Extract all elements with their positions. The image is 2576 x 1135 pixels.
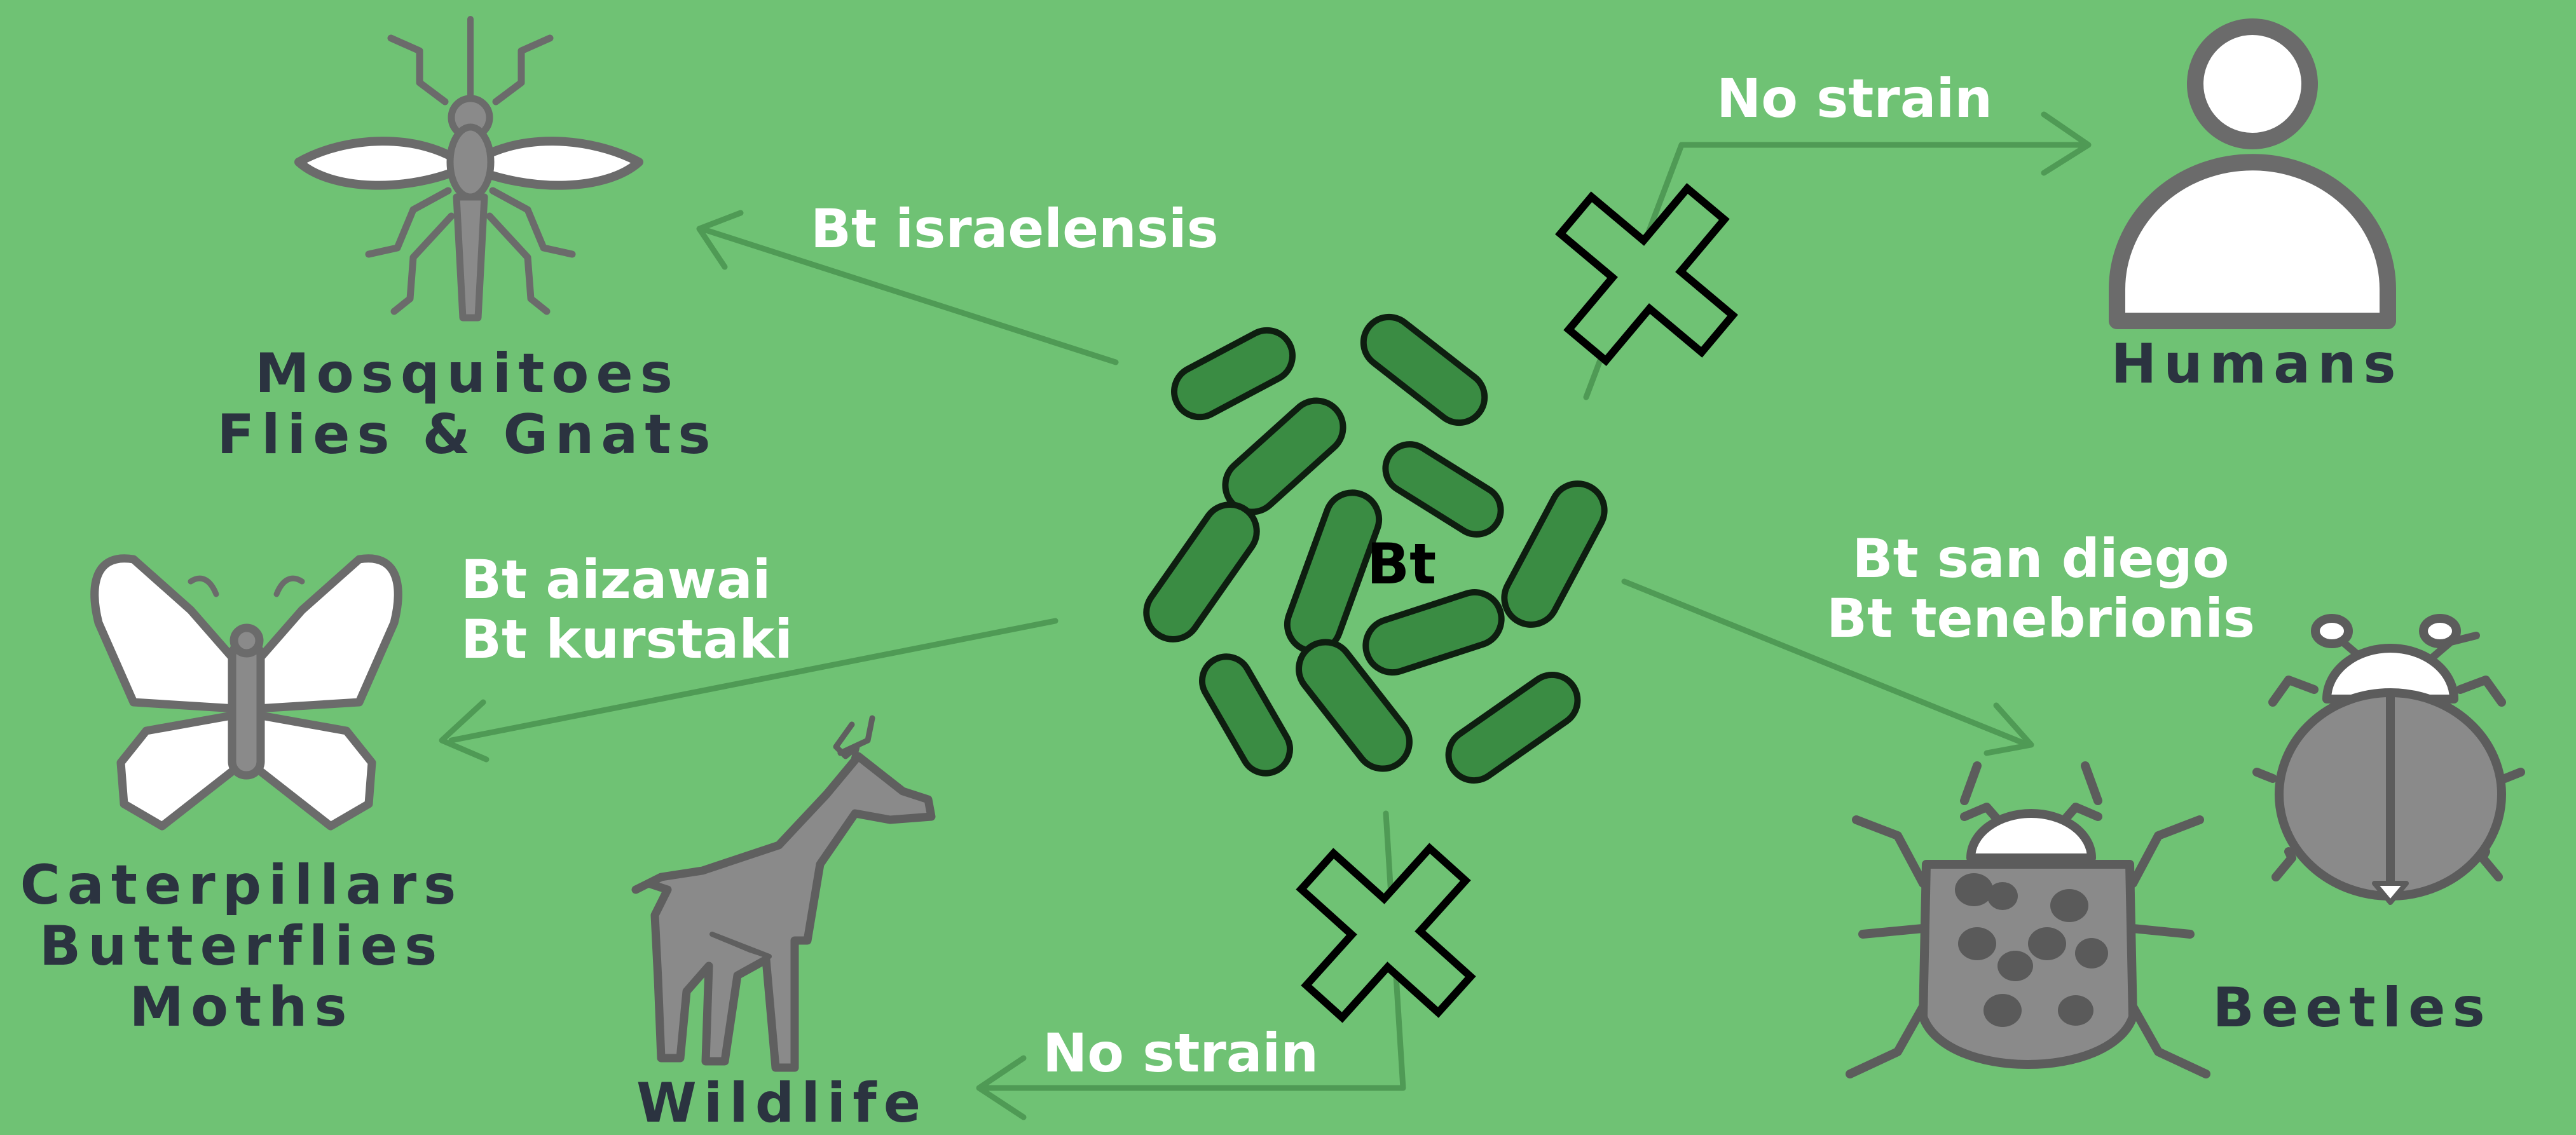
target-label-mosquitoes: Mosquitoes Flies & Gnats [191,343,744,465]
target-line: Wildlife [591,1073,973,1134]
strain-label-beetles: Bt san diego Bt tenebrionis [1805,529,2276,648]
person-icon [2117,27,2388,321]
beetle-icon [1850,766,2206,1074]
strain-line: Bt tenebrionis [1805,588,2276,648]
butterfly-icon [95,559,398,826]
strain-line: Bt san diego [1805,529,2276,588]
target-line: Humans [2066,334,2448,395]
strain-line: No strain [1043,1023,1319,1083]
strain-label-wildlife: No strain [1043,1023,1319,1083]
target-line: Moths [0,977,483,1038]
strain-line: Bt kurstaki [461,609,793,669]
strain-line: Bt israelensis [811,199,1219,259]
target-label-humans: Humans [2066,334,2448,395]
target-line: Butterflies [0,916,483,977]
ladybug-icon [2257,618,2521,902]
strain-line: No strain [1716,69,1992,128]
target-line: Flies & Gnats [191,404,744,465]
target-label-caterpillars: Caterpillars Butterflies Moths [0,855,483,1038]
cross-icon [1517,145,1777,405]
strain-line: Bt aizawai [461,550,793,609]
target-line: Beetles [2174,977,2530,1038]
target-line: Mosquitoes [191,343,744,404]
center-label-bt: Bt [1367,531,1436,597]
strain-label-caterpillars: Bt aizawai Bt kurstaki [461,550,793,669]
target-label-beetles: Beetles [2174,977,2530,1038]
deer-icon [636,718,931,1068]
target-line: Caterpillars [0,855,483,916]
mosquito-icon [299,19,639,318]
target-label-wildlife: Wildlife [591,1073,973,1134]
strain-label-mosquitoes: Bt israelensis [811,199,1219,259]
strain-label-humans: No strain [1716,69,1992,128]
